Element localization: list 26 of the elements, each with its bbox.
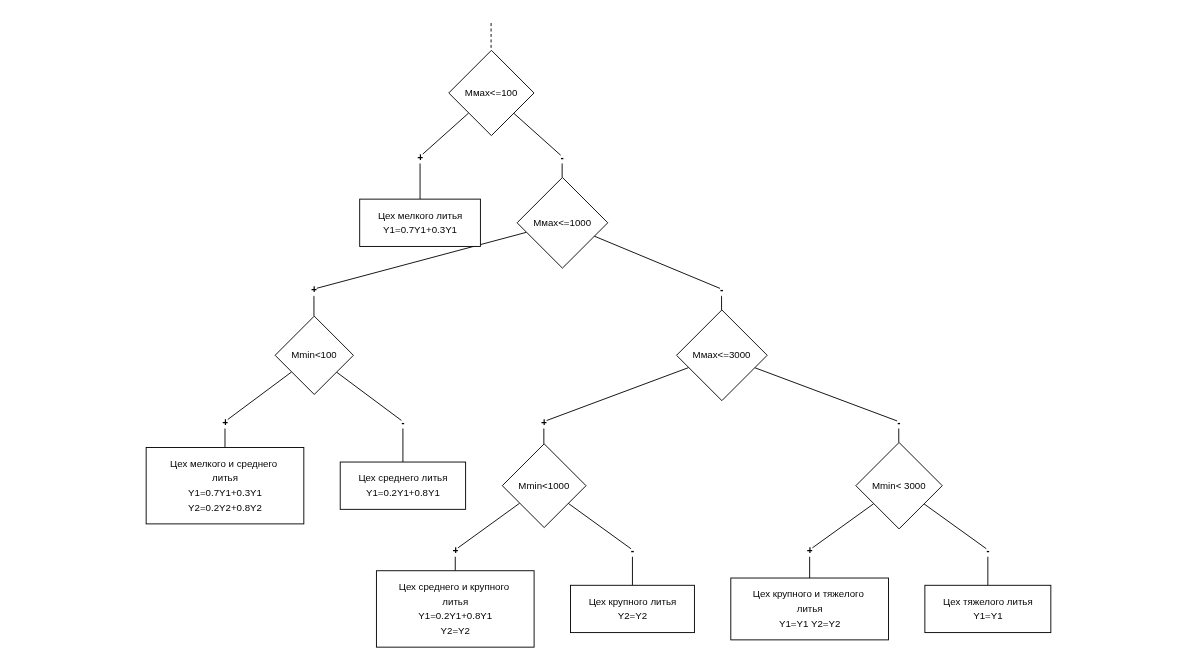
node-diamond: Mmin< 3000 [855,442,943,530]
edge-label: + [311,283,318,296]
edge-label: - [560,151,565,164]
edge-label: + [222,416,229,429]
edge-label: + [806,544,814,557]
node-box: Цех мелкого и среднего литья Y1=0.7Y1+0.3Y1 Y2=0.2Y2+0.8Y2 [145,447,305,525]
node-box: Цех крупного и тяжелого литья Y1=Y1 Y2=Y2 [730,577,889,641]
node-box: Цех мелкого литья Y1=0.7Y1+0.3Y1 [359,198,481,247]
edge-label: - [897,416,901,429]
node-box: Цех среднего литья Y1=0.2Y1+0.8Y1 [339,461,467,510]
connector [809,503,875,579]
node-box: Цех среднего и крупного литья Y1=0.2Y1+0.8Y1 Y2=Y2 [375,570,535,648]
node-box: Цех крупного литья Y2=Y2 [570,584,695,634]
node-diamond: Mmin<1000 [501,443,587,528]
node-diamond: Mмax<=100 [448,49,535,137]
edge-label: - [401,416,405,429]
edge-label: - [719,283,724,296]
node-diamond: Mmin<100 [274,315,354,395]
edge-label: + [541,416,548,429]
node-box: Цех тяжелого литья Y1=Y1 [924,584,1052,634]
node-diamond: Mмax<=3000 [676,309,768,402]
edge-label: - [630,544,635,557]
edge-label: - [986,544,990,557]
edge-label: + [417,151,424,164]
edge-label: + [452,544,459,557]
node-diamond: Mмax<=1000 [516,177,609,269]
